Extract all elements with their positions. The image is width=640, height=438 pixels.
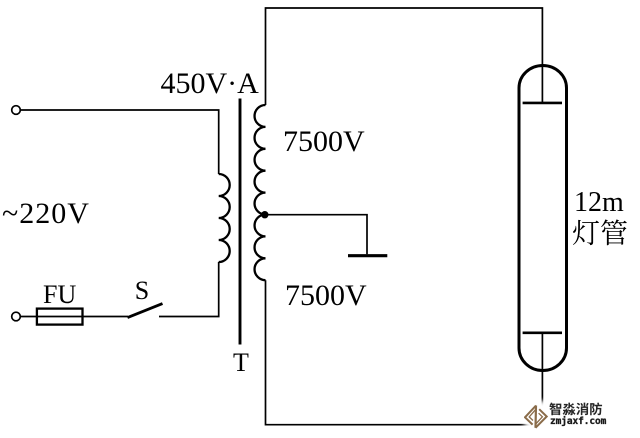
secondary-lower-voltage-label: 7500V	[285, 279, 367, 313]
watermark: 智淼消防 zmjaxf.com	[521, 398, 617, 434]
switch-blade	[126, 302, 164, 319]
wire-supply-top	[20, 109, 220, 174]
watermark-brand: 智淼消防	[549, 402, 605, 422]
fuse-symbol	[35, 307, 84, 326]
lamp-length-label: 12m	[574, 186, 624, 218]
wire-switch-to-primary	[159, 262, 220, 318]
wire-secondary-top-loop	[264, 7, 544, 105]
lamp-tube	[517, 64, 568, 372]
transformer-rating-label: 450V·A	[160, 67, 259, 101]
wire-secondary-bottom-loop	[264, 280, 544, 426]
source-terminal-top	[10, 104, 22, 116]
source-terminal-bottom	[10, 311, 22, 322]
switch-label: S	[134, 275, 150, 305]
lamp-name-label: 灯管	[572, 218, 630, 253]
transformer-secondary-coil	[253, 103, 266, 282]
watermark-brand-glyphs	[549, 402, 603, 416]
wire-center-tap	[264, 213, 368, 255]
transformer-label: T	[233, 347, 249, 377]
watermark-logo-icon	[524, 404, 548, 429]
fuse-label: FU	[43, 279, 77, 309]
secondary-upper-voltage-label: 7500V	[283, 125, 365, 159]
watermark-site: zmjaxf.com	[550, 416, 607, 427]
supply-voltage-label: ~220V	[2, 196, 90, 230]
transformer-primary-coil	[218, 172, 231, 264]
lamp-name-glyphs	[572, 219, 627, 246]
